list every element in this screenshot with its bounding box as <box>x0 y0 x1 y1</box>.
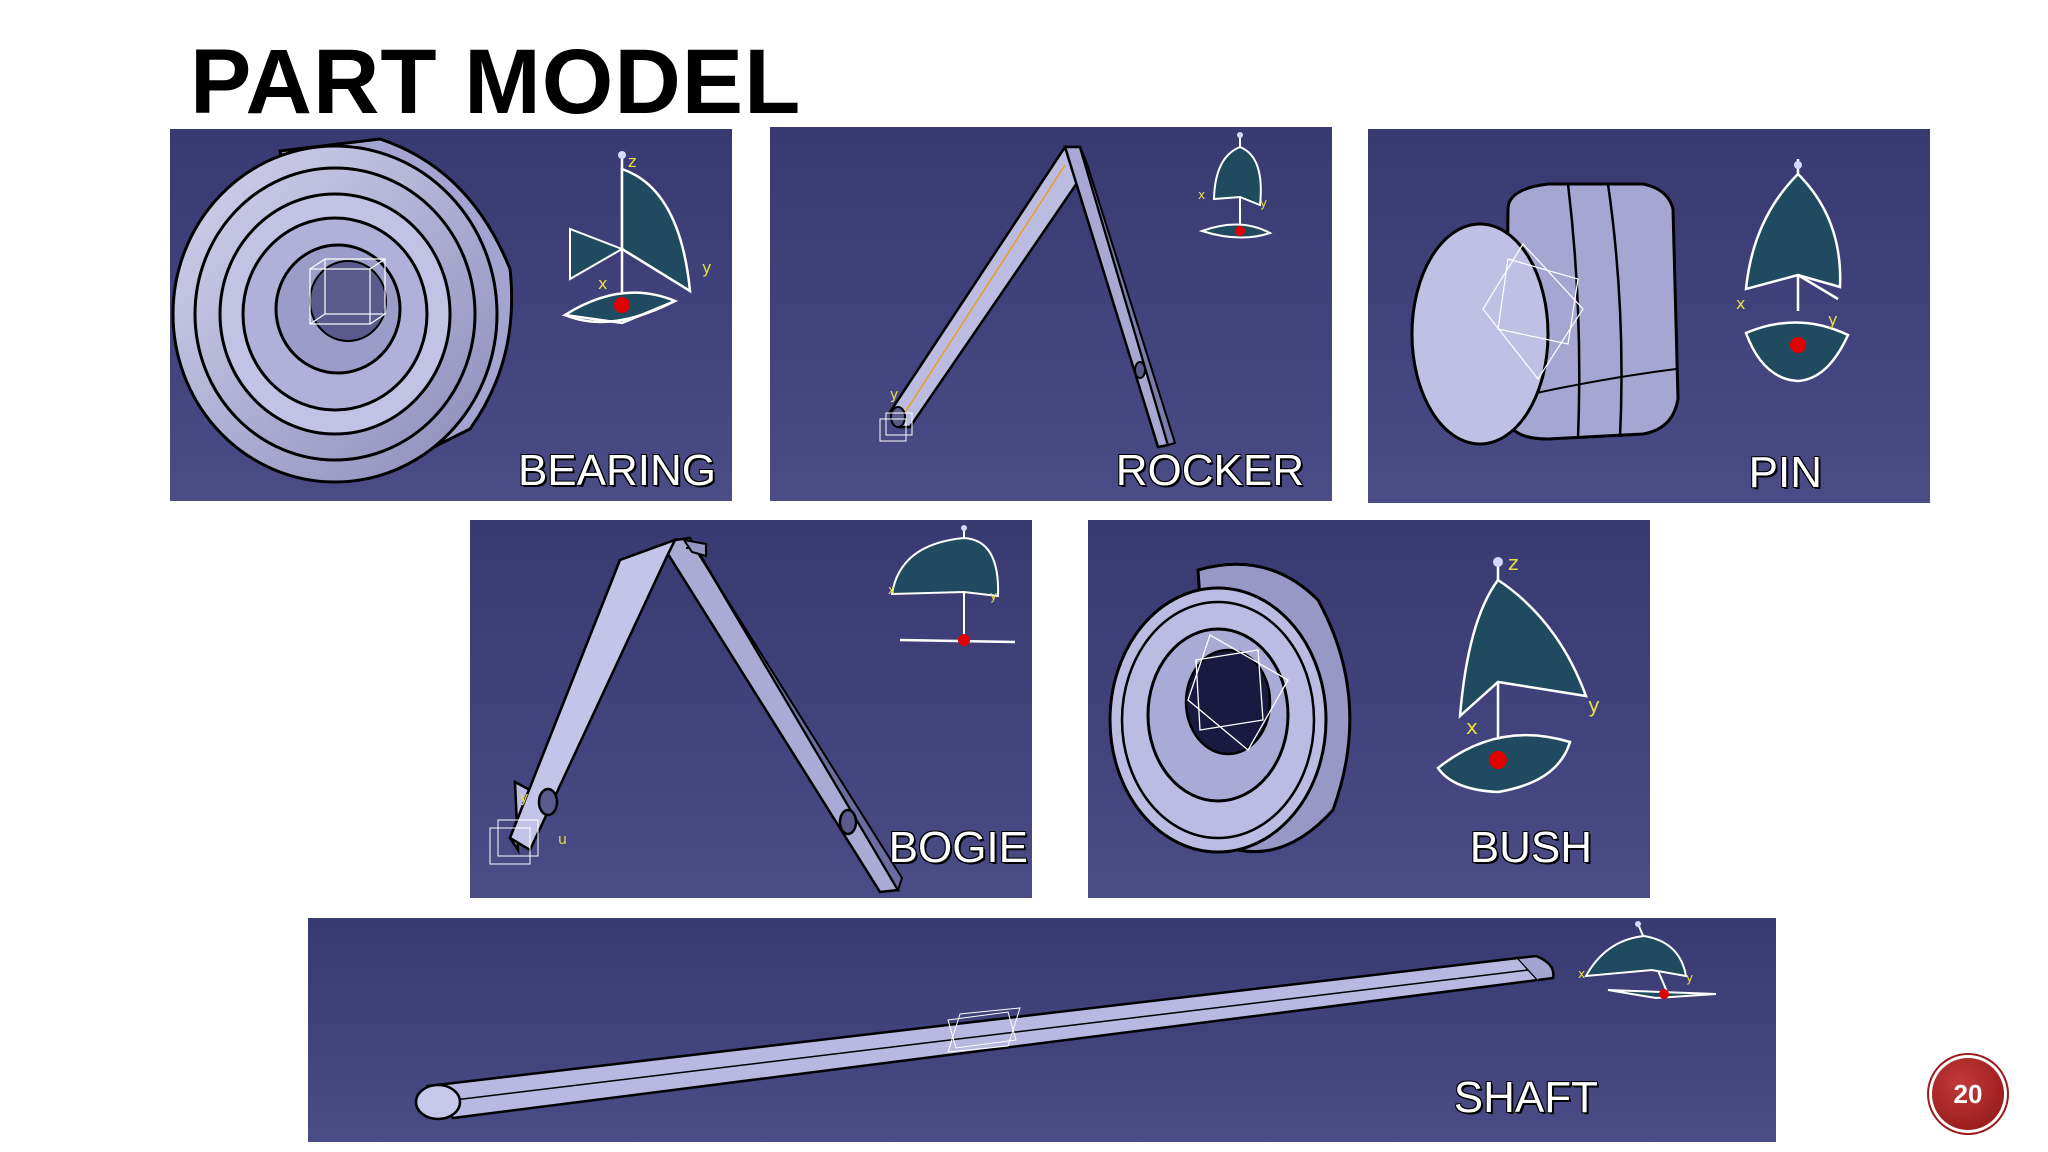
bearing-model-image: z y x <box>171 137 711 484</box>
slide-title: PART MODEL <box>190 31 802 133</box>
shaft-model-image: x y <box>414 921 1717 1121</box>
part-label-bush: BUSH <box>1469 823 1592 872</box>
shaft-panel: x y SHAFT <box>308 918 1776 1142</box>
bush-panel: z y x BUSH <box>1088 520 1650 898</box>
bogie-model-image: y u x y <box>489 525 1016 894</box>
pin-panel: x y PIN <box>1368 129 1930 503</box>
svg-text:x: x <box>888 583 895 597</box>
svg-text:y: y <box>890 387 898 403</box>
axis-compass-icon: x y <box>1736 159 1850 383</box>
svg-text:y: y <box>1828 310 1837 329</box>
axis-compass-icon: z y x <box>561 151 711 325</box>
bush-model-image: z y x <box>1108 551 1600 854</box>
part-label-pin: PIN <box>1748 448 1822 497</box>
rocker-model-image: y x y <box>879 132 1273 449</box>
svg-text:y: y <box>520 790 528 806</box>
slide-number-badge: 20 <box>1932 1058 2004 1130</box>
rocker-panel: y x y ROCKER <box>770 127 1332 501</box>
svg-text:x: x <box>1466 715 1478 739</box>
axis-compass-icon: x y <box>1198 132 1273 239</box>
svg-text:x: x <box>1578 967 1585 981</box>
axis-compass-icon: x y <box>888 525 1016 646</box>
svg-text:x: x <box>1198 188 1205 202</box>
axis-compass-icon: z y x <box>1436 551 1600 794</box>
part-label-rocker: ROCKER <box>1115 446 1304 495</box>
svg-text:y: y <box>1260 196 1267 210</box>
axis-compass-icon: x y <box>1578 921 1717 1000</box>
svg-text:x: x <box>1736 294 1745 313</box>
svg-text:x: x <box>598 274 607 293</box>
svg-text:y: y <box>702 258 711 277</box>
svg-text:z: z <box>628 152 636 171</box>
svg-text:y: y <box>1686 971 1693 985</box>
svg-text:y: y <box>1588 693 1600 717</box>
svg-text:u: u <box>558 832 567 848</box>
pin-model-image: x y <box>1410 159 1850 446</box>
svg-text:z: z <box>1508 551 1519 575</box>
part-label-bearing: BEARING <box>517 446 716 495</box>
bogie-panel: y u x y BOGIE <box>470 520 1032 898</box>
part-label-bogie: BOGIE <box>888 823 1028 872</box>
svg-text:y: y <box>990 589 997 603</box>
bearing-panel: z y x BEARING <box>170 129 732 501</box>
part-label-shaft: SHAFT <box>1453 1073 1598 1122</box>
